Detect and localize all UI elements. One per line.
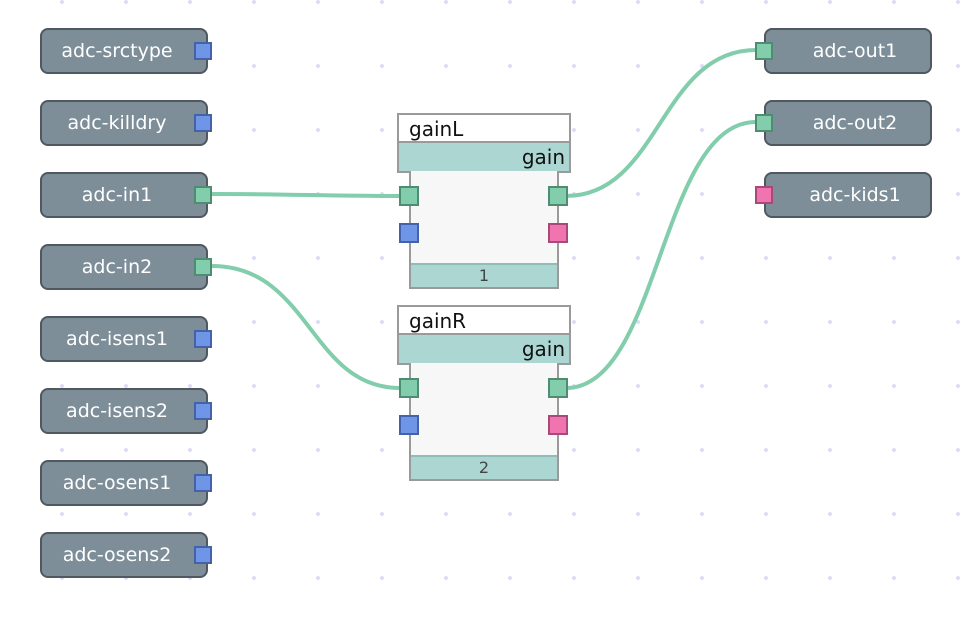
audio-port[interactable] xyxy=(194,258,212,276)
input-node-osens2[interactable]: adc-osens2 xyxy=(40,532,212,578)
block-type: gain xyxy=(397,335,571,365)
event-out-port[interactable] xyxy=(548,415,568,435)
input-node-killdry[interactable]: adc-killdry xyxy=(40,100,212,146)
output-node-out2[interactable]: adc-out2 xyxy=(755,100,932,146)
control-port[interactable] xyxy=(194,402,212,420)
block-name: gainL xyxy=(397,113,571,143)
output-node-out1[interactable]: adc-out1 xyxy=(755,28,932,74)
gain-block-gainR[interactable]: gainR gain 2 xyxy=(397,305,571,481)
wire-gainR-out2[interactable] xyxy=(565,120,757,390)
control-port[interactable] xyxy=(194,546,212,564)
output-node-kids1[interactable]: adc-kids1 xyxy=(755,172,932,218)
audio-port[interactable] xyxy=(755,42,773,60)
audio-out-port[interactable] xyxy=(548,186,568,206)
audio-port[interactable] xyxy=(194,186,212,204)
block-index: 1 xyxy=(411,263,557,287)
input-node-osens1[interactable]: adc-osens1 xyxy=(40,460,212,506)
control-port[interactable] xyxy=(194,330,212,348)
input-node-in1[interactable]: adc-in1 xyxy=(40,172,212,218)
block-body: 2 xyxy=(409,363,559,481)
event-port[interactable] xyxy=(755,186,773,204)
audio-in-port[interactable] xyxy=(399,378,419,398)
input-node-isens2[interactable]: adc-isens2 xyxy=(40,388,212,434)
audio-in-port[interactable] xyxy=(399,186,419,206)
audio-port[interactable] xyxy=(755,114,773,132)
control-port[interactable] xyxy=(194,114,212,132)
wire-in2-gainR[interactable] xyxy=(211,264,401,390)
gain-block-gainL[interactable]: gainL gain 1 xyxy=(397,113,571,289)
control-in-port[interactable] xyxy=(399,223,419,243)
event-out-port[interactable] xyxy=(548,223,568,243)
input-node-in2[interactable]: adc-in2 xyxy=(40,244,212,290)
wire-gainL-out1[interactable] xyxy=(565,48,757,198)
block-index: 2 xyxy=(411,455,557,479)
control-in-port[interactable] xyxy=(399,415,419,435)
control-port[interactable] xyxy=(194,42,212,60)
input-node-isens1[interactable]: adc-isens1 xyxy=(40,316,212,362)
block-type: gain xyxy=(397,143,571,173)
audio-out-port[interactable] xyxy=(548,378,568,398)
block-body: 1 xyxy=(409,171,559,289)
wire-in1-gainL[interactable] xyxy=(211,192,401,198)
control-port[interactable] xyxy=(194,474,212,492)
block-name: gainR xyxy=(397,305,571,335)
input-node-srctype[interactable]: adc-srctype xyxy=(40,28,212,74)
